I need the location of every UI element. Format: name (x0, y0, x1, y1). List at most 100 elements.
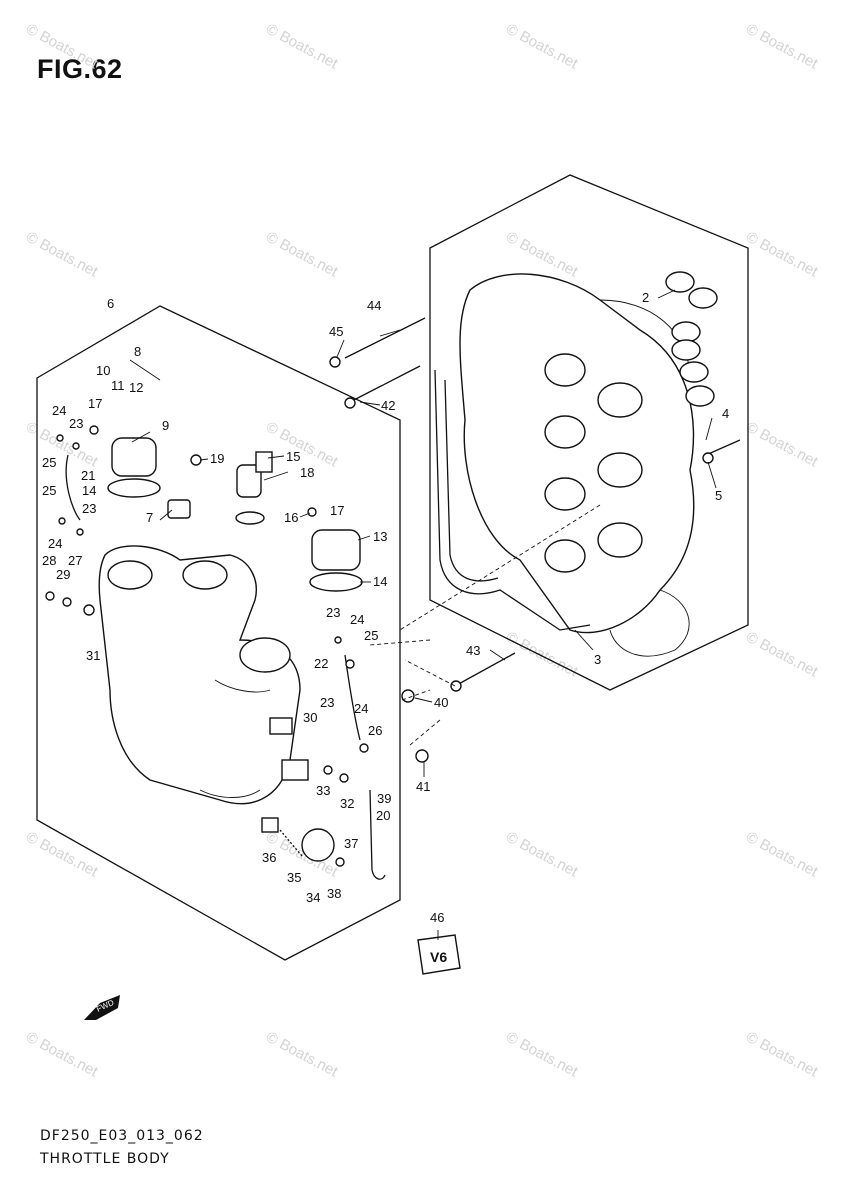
callout-29: 29 (56, 567, 70, 582)
idle-air-control-valve (111, 437, 157, 477)
label-decal-46: V6 (417, 934, 461, 975)
callout-24: 24 (48, 536, 62, 551)
assembly-frames (36, 174, 749, 961)
o-ring (671, 321, 701, 343)
watermark: © Boats.net (503, 229, 581, 281)
callout-6: 6 (107, 296, 114, 311)
o-ring (688, 287, 718, 309)
nut-24 (56, 434, 64, 442)
intake-port (597, 382, 643, 418)
o-ring (671, 339, 701, 361)
intake-port (544, 353, 586, 387)
washer-33 (323, 765, 333, 775)
callout-10: 10 (96, 363, 110, 378)
callout-23: 23 (82, 501, 96, 516)
watermark: © Boats.net (503, 1029, 581, 1081)
manifold-flange-lower (609, 589, 690, 657)
screw-19 (190, 454, 202, 466)
collar-36 (261, 817, 279, 833)
watermark: © Boats.net (23, 229, 101, 281)
callout-25: 25 (42, 483, 56, 498)
watermark: © Boats.net (23, 829, 101, 881)
screw-4 (705, 439, 741, 456)
intake-manifold-frame (429, 174, 749, 691)
washer-28 (62, 597, 72, 607)
callout-4: 4 (722, 406, 729, 421)
callout-21: 21 (81, 468, 95, 483)
callout-5: 5 (715, 488, 722, 503)
o-ring (679, 361, 709, 383)
callout-labels: 2 3 4 5 6 7 8 9 10 11 12 13 14 14 15 16 … (42, 290, 729, 925)
watermark: © Boats.net (503, 21, 581, 73)
throttle-components (89, 425, 363, 592)
manifold-gasket-3-inner (444, 379, 499, 582)
callout-42: 42 (381, 398, 395, 413)
forward-arrow-icon: FWD (84, 995, 120, 1020)
throttle-bore (107, 560, 153, 590)
clip-23 (76, 528, 84, 536)
callout-20: 20 (376, 808, 390, 823)
throttle-valve-13 (311, 529, 361, 571)
throttle-linkage (45, 434, 386, 880)
callout-23: 23 (69, 416, 83, 431)
nut-32 (339, 773, 349, 783)
callout-28: 28 (42, 553, 56, 568)
bolt-44 (344, 317, 426, 359)
callout-8: 8 (134, 344, 141, 359)
callout-26: 26 (368, 723, 382, 738)
callout-12: 12 (129, 380, 143, 395)
decal-text: V6 (430, 949, 447, 965)
gasket-14 (309, 572, 363, 592)
callout-leaders (129, 289, 717, 940)
callout-22: 22 (314, 656, 328, 671)
intake-port (597, 522, 643, 558)
nut-24 (58, 517, 66, 525)
callout-38: 38 (327, 886, 341, 901)
throttle-bore (182, 560, 228, 590)
callout-41: 41 (416, 779, 430, 794)
intake-port (597, 452, 643, 488)
sensor-18 (236, 464, 262, 498)
callout-32: 32 (340, 796, 354, 811)
callout-13: 13 (373, 529, 387, 544)
watermark: © Boats.net (503, 829, 581, 881)
callout-30: 30 (303, 710, 317, 725)
figure-name: THROTTLE BODY (40, 1151, 170, 1167)
callout-45: 45 (329, 324, 343, 339)
rod-20 (369, 789, 386, 880)
link-31 (281, 759, 309, 781)
sensor-7 (167, 499, 191, 519)
watermark: © Boats.net (23, 419, 101, 471)
watermark: © Boats.net (503, 629, 581, 681)
screw-17 (89, 425, 99, 435)
housing-rib (214, 679, 271, 693)
callout-25: 25 (42, 455, 56, 470)
nut-24 (345, 659, 355, 669)
callout-2: 2 (642, 290, 649, 305)
callout-11: 11 (111, 378, 125, 393)
figure-title: FIG.62 (37, 54, 123, 84)
housing-rib (199, 789, 261, 798)
connector-15 (255, 451, 273, 473)
callout-7: 7 (146, 510, 153, 525)
callout-19: 19 (210, 451, 224, 466)
watermark: © Boats.net (743, 629, 821, 681)
intake-port (544, 415, 586, 449)
callout-33: 33 (316, 783, 330, 798)
callout-16: 16 (284, 510, 298, 525)
throttle-bore (239, 637, 291, 673)
callout-23: 23 (320, 695, 334, 710)
callout-34: 34 (306, 890, 320, 905)
nut-41 (415, 749, 429, 763)
callout-37: 37 (344, 836, 358, 851)
callout-44: 44 (367, 298, 381, 313)
gasket-14 (107, 478, 161, 498)
callout-18: 18 (300, 465, 314, 480)
manifold-gasket-3 (434, 369, 591, 631)
pulley-34 (301, 828, 335, 862)
manifold-ports (544, 353, 643, 573)
nut-45 (329, 356, 341, 368)
screw-38 (335, 857, 345, 867)
callout-24: 24 (52, 403, 66, 418)
